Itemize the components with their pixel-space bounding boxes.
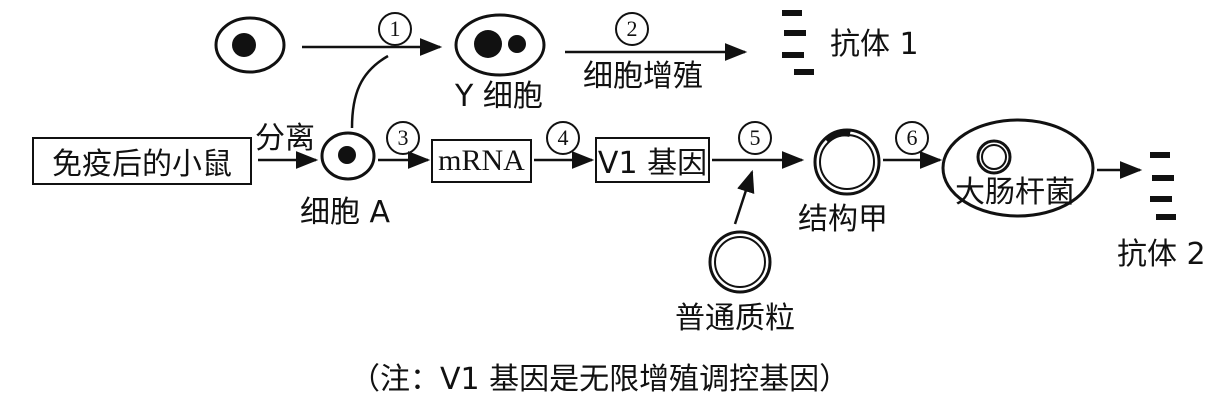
immunized-mouse-box: 免疫后的小鼠 xyxy=(32,137,252,185)
cell-a xyxy=(320,131,376,181)
y-cell-label: Y 细胞 xyxy=(455,79,543,114)
structure-jia-label: 结构甲 xyxy=(798,202,888,237)
cell-a-label: 细胞 A xyxy=(300,195,391,230)
step-5-marker: 5 xyxy=(738,121,772,155)
note-text: （注：V1 基因是无限增殖调控基因） xyxy=(350,362,850,397)
step-1-marker: 1 xyxy=(378,12,412,46)
step-6-marker: 6 xyxy=(895,121,929,155)
antibody-1-marks xyxy=(782,10,814,75)
ordinary-plasmid xyxy=(708,230,772,294)
arrow-cell-a-to-fusion xyxy=(350,54,389,129)
separate-label: 分离 xyxy=(255,121,315,156)
cell-proliferation-label: 细胞增殖 xyxy=(583,59,703,94)
myeloma-cell xyxy=(214,16,286,74)
ecoli-cell xyxy=(941,118,1095,218)
step-3-marker: 3 xyxy=(386,121,420,155)
arrow-plasmid-up xyxy=(733,169,755,225)
antibody-1-label: 抗体 1 xyxy=(830,27,919,62)
antibody-2-label: 抗体 2 xyxy=(1117,237,1206,272)
v1-gene-box: V1 基因 xyxy=(595,137,710,183)
ordinary-plasmid-label: 普通质粒 xyxy=(675,301,795,336)
y-cell xyxy=(454,13,546,77)
ecoli-label: 大肠杆菌 xyxy=(955,175,1075,210)
step-4-marker: 4 xyxy=(546,121,580,155)
step-2-marker: 2 xyxy=(615,12,649,46)
antibody-2-marks xyxy=(1150,152,1176,220)
mrna-box: mRNA xyxy=(431,139,532,183)
structure-jia-plasmid xyxy=(813,128,881,196)
